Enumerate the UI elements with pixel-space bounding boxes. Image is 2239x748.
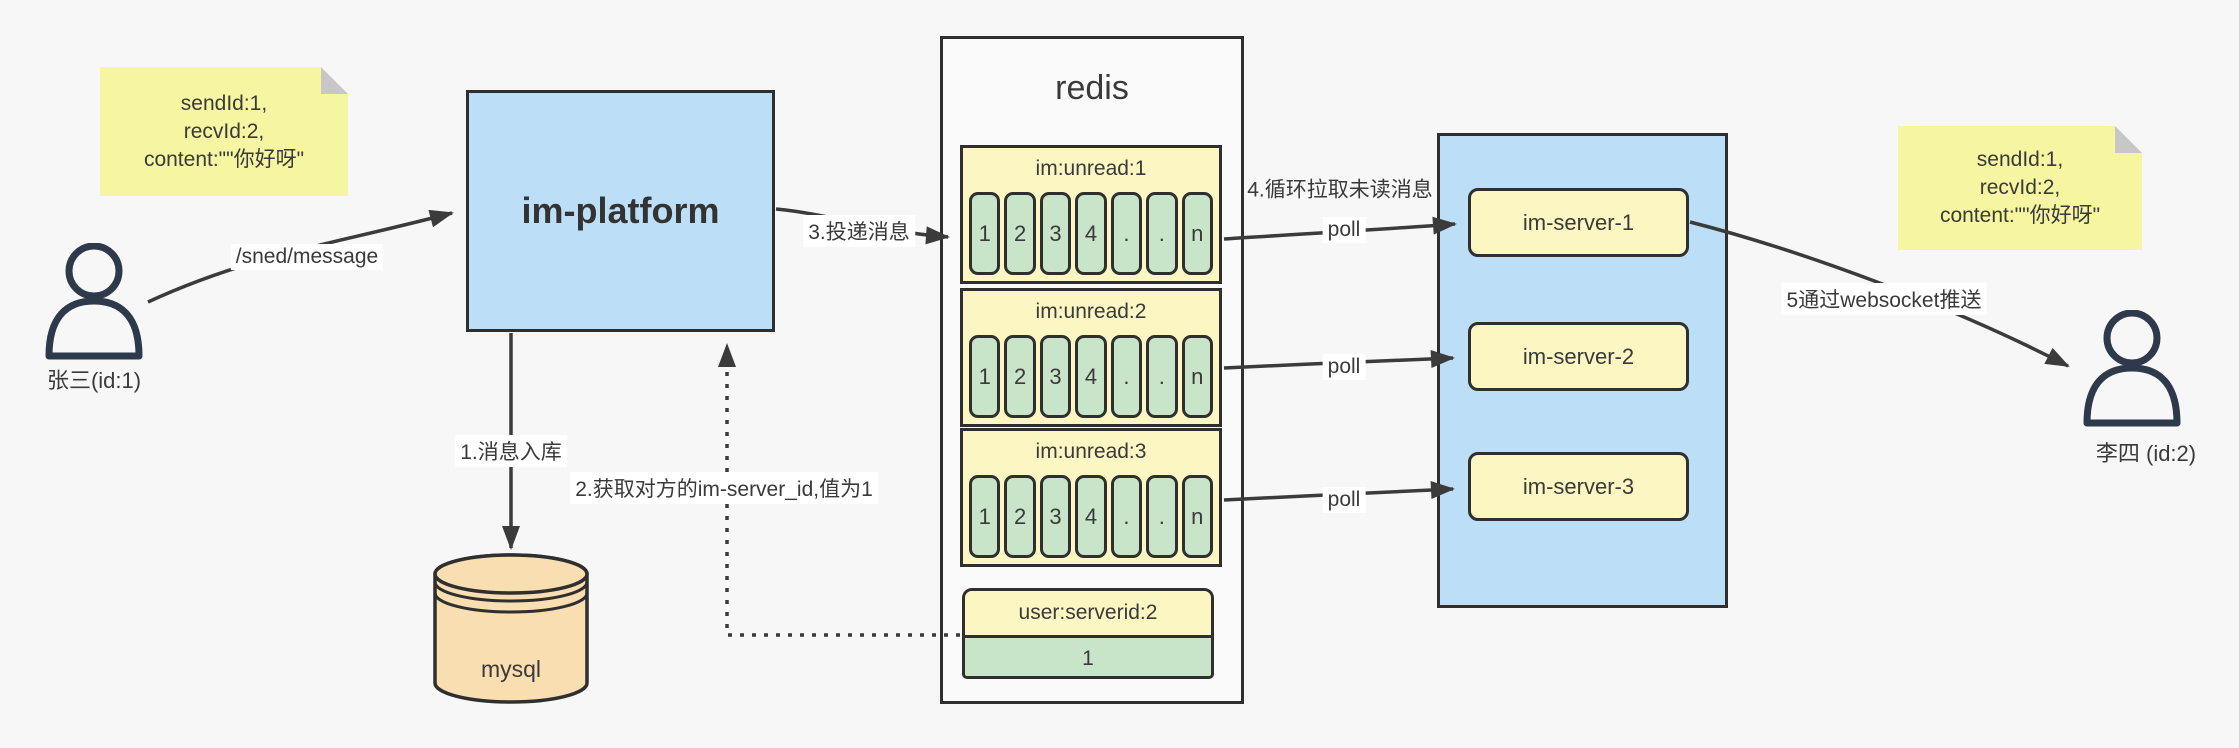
- cylinder-ring: [433, 592, 589, 614]
- queue-im-unread-3: im:unread:3 1 2 3 4 . . n: [960, 428, 1222, 567]
- edge-label-poll-3: poll: [1322, 487, 1366, 513]
- edge-label-store-db: 1.消息入库: [455, 435, 567, 467]
- queue-cell: .: [1110, 335, 1143, 418]
- edge-label-send-message: /sned/message: [230, 244, 384, 270]
- edge-label-websocket-push: 5通过websocket推送: [1781, 283, 1987, 315]
- edge-label-get-server-id: 2.获取对方的im-server_id,值为1: [570, 472, 878, 504]
- person-body: [45, 297, 143, 360]
- im-platform-label: im-platform: [521, 190, 720, 231]
- queue-im-unread-1: im:unread:1 1 2 3 4 . . n: [960, 145, 1222, 284]
- im-server-2-box: im-server-2: [1468, 322, 1689, 391]
- person-head: [65, 243, 123, 300]
- queue-cell: n: [1181, 335, 1213, 418]
- edge-label-poll-loop: 4.循环拉取未读消息: [1247, 178, 1433, 202]
- queue-cell: 3: [1039, 192, 1072, 275]
- sticky-note-left: sendId:1, recvId:2, content:""你好呀": [100, 67, 348, 196]
- mysql-cylinder: mysql: [433, 553, 589, 704]
- note-line: content:""你好呀": [1939, 204, 2101, 227]
- queue-cells: 1 2 3 4 . . n: [969, 192, 1213, 275]
- queue-header: im:unread:2: [1035, 300, 1147, 323]
- sender-label: 张三(id:1): [46, 368, 142, 393]
- user-serverid-value: 1: [1082, 646, 1094, 670]
- queue-cell: 1: [969, 192, 1001, 275]
- edge-label-poll-2: poll: [1322, 354, 1366, 380]
- queue-cell: .: [1146, 192, 1178, 275]
- edge-label-deliver: 3.投递消息: [803, 215, 915, 247]
- queue-cell: .: [1146, 335, 1178, 418]
- note-text: sendId:1, recvId:2, content:""你好呀": [100, 90, 348, 174]
- queue-cell: n: [1181, 192, 1213, 275]
- im-platform-box: im-platform: [466, 90, 775, 332]
- queue-cell: 4: [1075, 192, 1107, 275]
- person-body: [2083, 364, 2181, 427]
- sticky-note-right: sendId:1, recvId:2, content:""你好呀": [1898, 126, 2142, 250]
- queue-cell: 1: [969, 335, 1001, 418]
- redis-title: redis: [1055, 69, 1129, 107]
- cylinder-ring: [433, 581, 589, 603]
- queue-cell: 2: [1004, 192, 1036, 275]
- note-text: sendId:1, recvId:2, content:""你好呀": [1898, 146, 2142, 230]
- cylinder-top: [433, 553, 589, 595]
- edge-label-poll-1: poll: [1322, 217, 1366, 243]
- queue-cell: .: [1110, 192, 1143, 275]
- receiver-label: 李四 (id:2): [2095, 441, 2197, 466]
- note-line: content:""你好呀": [143, 147, 305, 171]
- queue-cell: n: [1181, 475, 1213, 558]
- im-server-3-box: im-server-3: [1468, 452, 1689, 521]
- queue-cells: 1 2 3 4 . . n: [969, 335, 1213, 418]
- queue-cell: 3: [1039, 335, 1072, 418]
- im-server-1-box: im-server-1: [1468, 188, 1689, 257]
- queue-cell: 2: [1004, 335, 1036, 418]
- user-serverid-box: user:serverid:2 1: [962, 588, 1214, 679]
- person-head: [2103, 310, 2161, 367]
- receiver-person-icon: [2083, 310, 2181, 427]
- queue-cell: 4: [1075, 475, 1107, 558]
- queue-cell: 2: [1004, 475, 1036, 558]
- note-line: recvId:2,: [183, 119, 265, 143]
- note-line: sendId:1,: [1976, 148, 2064, 171]
- queue-cell: 1: [969, 475, 1001, 558]
- queue-cell: 3: [1039, 475, 1072, 558]
- queue-im-unread-2: im:unread:2 1 2 3 4 . . n: [960, 288, 1222, 427]
- mysql-label: mysql: [481, 656, 541, 682]
- note-line: recvId:2,: [1979, 176, 2061, 199]
- queue-cell: .: [1110, 475, 1143, 558]
- queue-header: im:unread:3: [1035, 440, 1147, 463]
- user-serverid-header: user:serverid:2: [965, 591, 1211, 638]
- note-line: sendId:1,: [180, 91, 268, 115]
- queue-cell: 4: [1075, 335, 1107, 418]
- queue-cell: .: [1146, 475, 1178, 558]
- sender-person-icon: [45, 243, 143, 360]
- queue-cells: 1 2 3 4 . . n: [969, 475, 1213, 558]
- queue-header: im:unread:1: [1035, 157, 1147, 180]
